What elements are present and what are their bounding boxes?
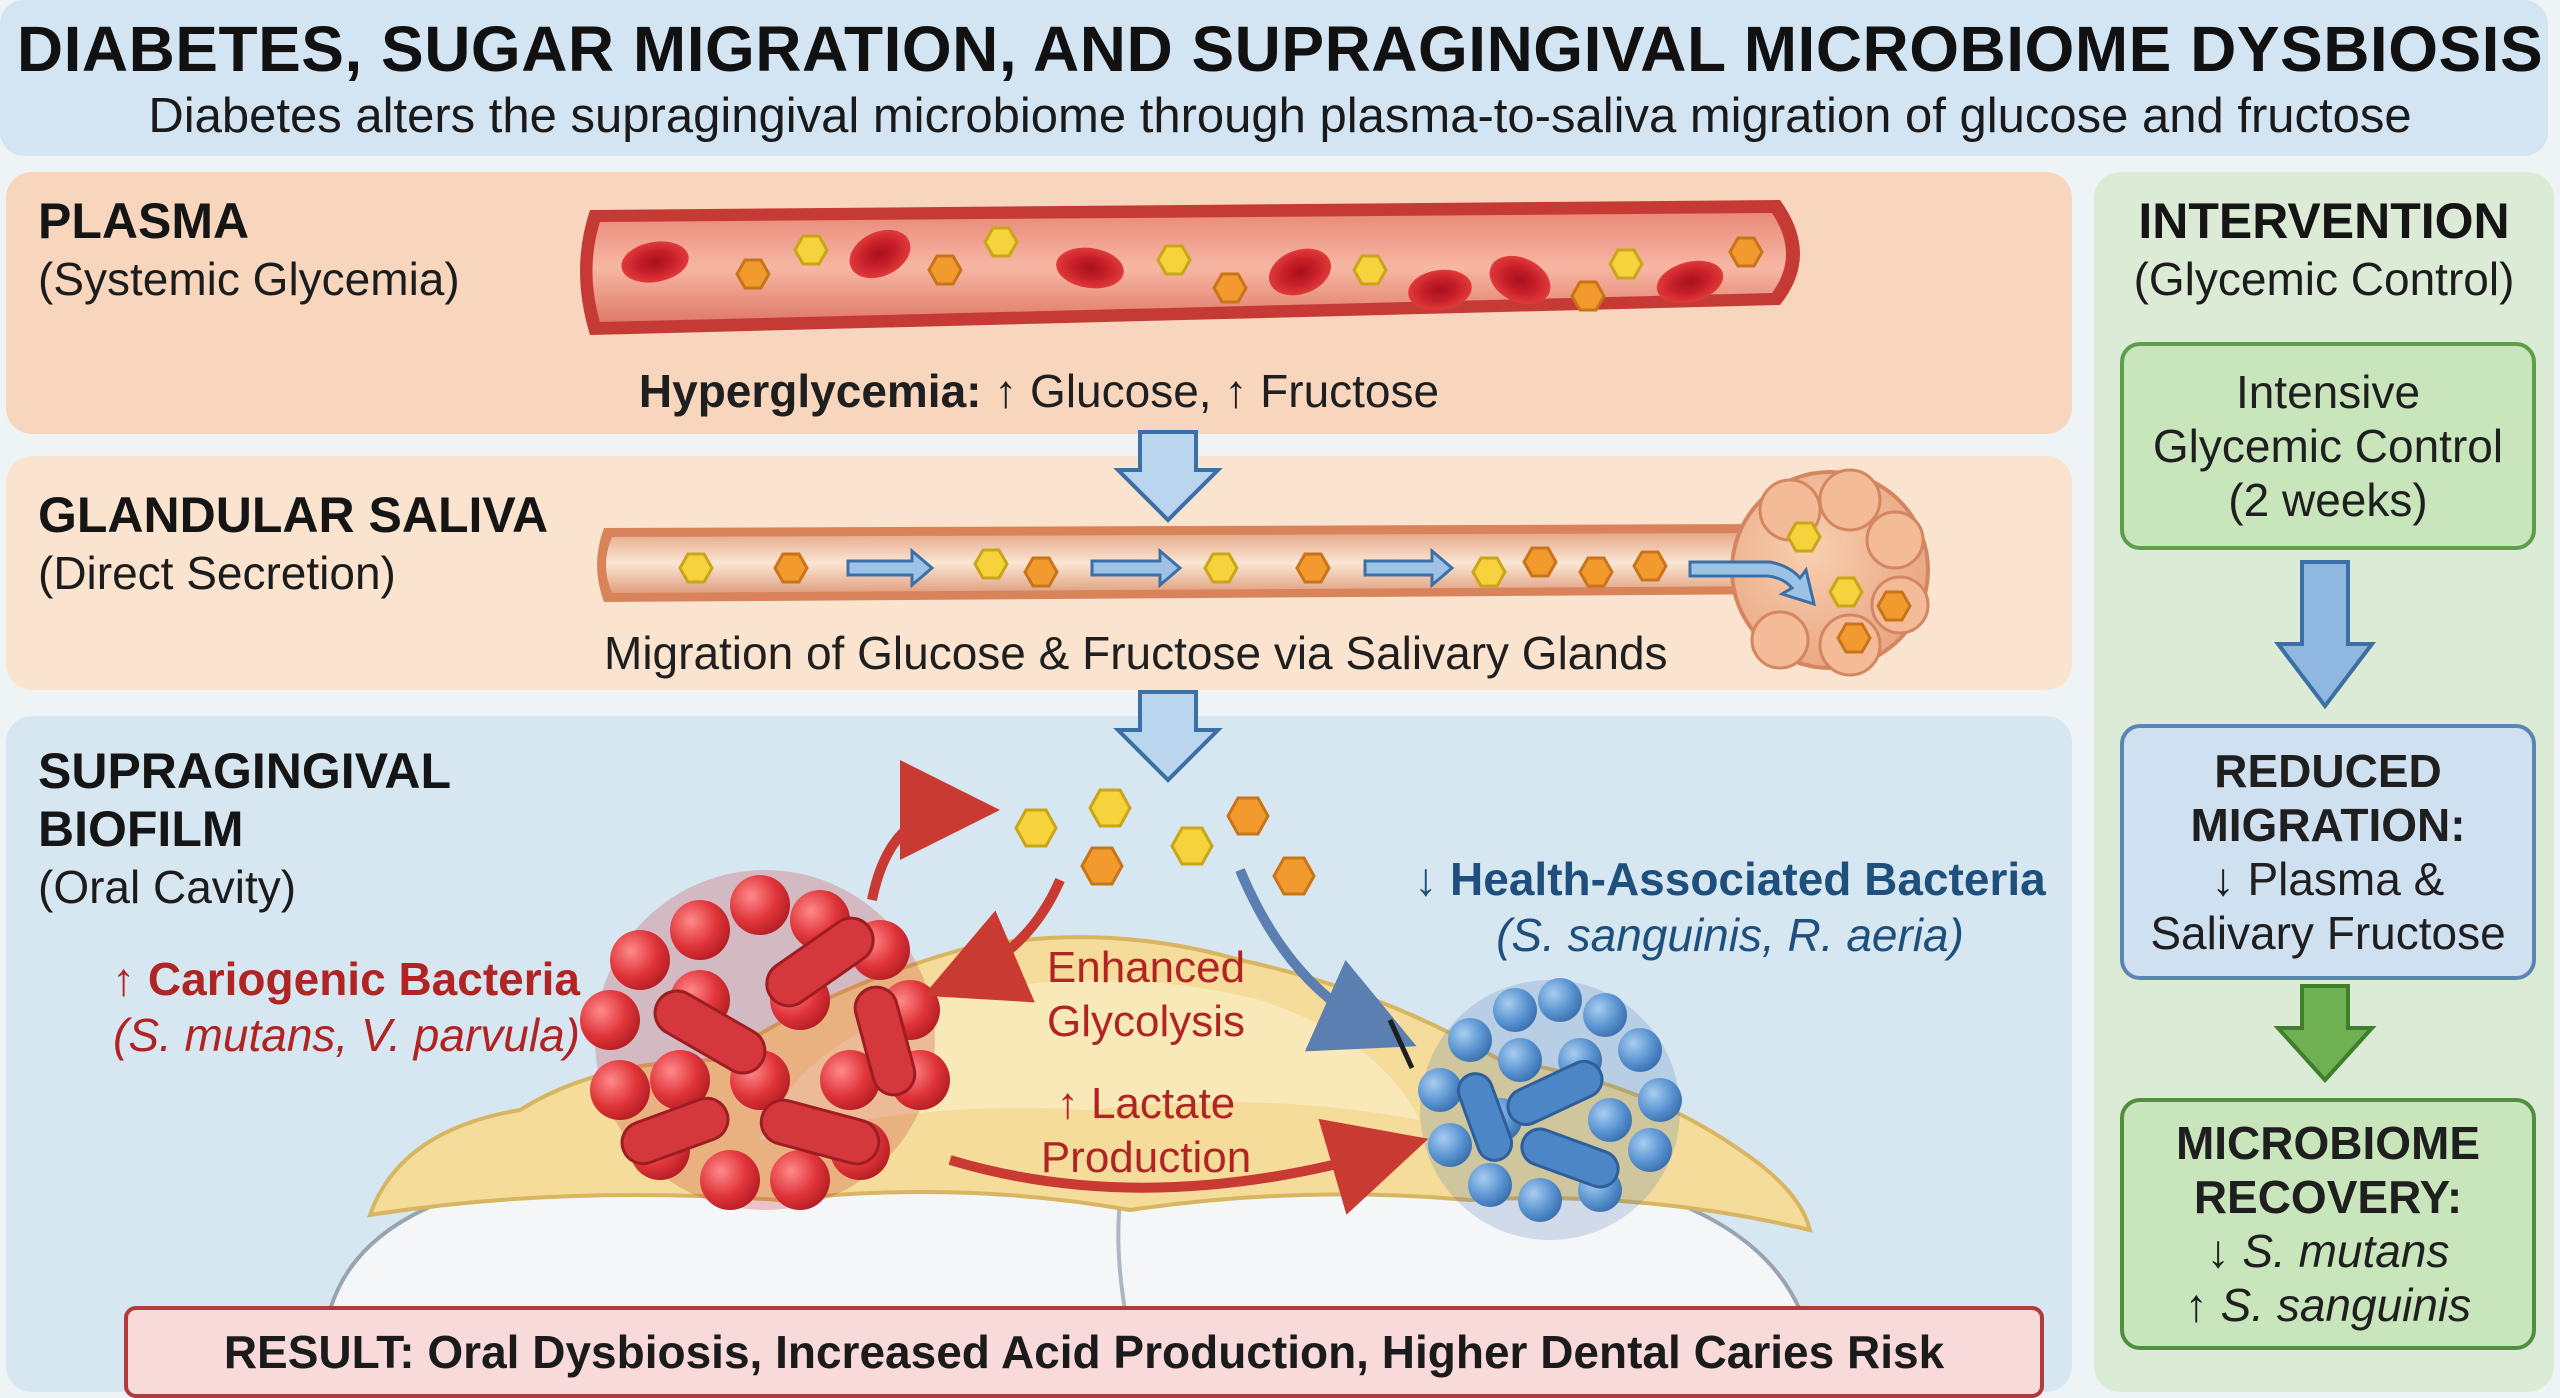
- header-banner: DIABETES, SUGAR MIGRATION, AND SUPRAGING…: [0, 0, 2548, 156]
- biofilm-title-line1: SUPRAGINGIVAL: [38, 743, 451, 799]
- microbiome-recovery-box: MICROBIOME RECOVERY: ↓ S. mutans ↑ S. sa…: [2120, 1098, 2536, 1350]
- metabolic-flow-arrows: [867, 760, 1429, 1215]
- glycolysis-label-line1: Enhanced: [1047, 943, 1245, 992]
- box3-line4: ↑ S. sanguinis: [2184, 1279, 2472, 1331]
- saliva-title: GLANDULAR SALIVA: [38, 487, 549, 543]
- health-label: ↓ Health-Associated Bacteria: [1414, 853, 2046, 905]
- down-arrow-icon: [1113, 430, 1223, 783]
- box2-line1: REDUCED: [2214, 745, 2442, 797]
- box2-line3: ↓ Plasma &: [2211, 853, 2445, 905]
- hyperglycemia-caption: Hyperglycemia: ↑ Glucose, ↑ Fructose: [0, 364, 2078, 418]
- biofilm-sugar-molecules: [1014, 788, 1316, 896]
- plasma-subtitle: (Systemic Glycemia): [38, 253, 460, 305]
- saliva-subtitle: (Direct Secretion): [38, 547, 396, 599]
- biofilm-title-line2: BIOFILM: [38, 801, 244, 857]
- cariogenic-bacteria-cluster: [580, 870, 950, 1210]
- intervention-title: INTERVENTION: [2138, 193, 2510, 249]
- health-bacteria-cluster: [1418, 978, 1682, 1240]
- migration-caption: Migration of Glucose & Fructose via Sali…: [604, 627, 1668, 679]
- plasma-sugar-molecules: [735, 226, 1764, 312]
- plasma-title: PLASMA: [38, 193, 250, 249]
- box2-line2: MIGRATION:: [2190, 799, 2466, 851]
- lactate-label-line1: ↑ Lactate: [1057, 1079, 1236, 1128]
- box3-line2: RECOVERY:: [2193, 1171, 2463, 1223]
- cariogenic-species: (S. mutans, V. parvula): [113, 1009, 580, 1061]
- hyperglycemia-label: Hyperglycemia:: [638, 365, 982, 417]
- intervention-down-arrow-icon: [2273, 560, 2377, 1083]
- page-title: DIABETES, SUGAR MIGRATION, AND SUPRAGING…: [16, 13, 2544, 85]
- saliva-sugar-molecules: [678, 521, 1912, 654]
- cariogenic-label: ↑ Cariogenic Bacteria: [112, 953, 580, 1005]
- hyperglycemia-values: ↑ Glucose, ↑ Fructose: [994, 365, 1440, 417]
- lactate-label-line2: Production: [1041, 1133, 1251, 1182]
- box3-line1: MICROBIOME: [2175, 1117, 2481, 1169]
- health-species: (S. sanguinis, R. aeria): [1496, 909, 1964, 961]
- blood-vessel: [580, 200, 1800, 335]
- biofilm-subtitle: (Oral Cavity): [38, 861, 297, 913]
- result-banner: RESULT: Oral Dysbiosis, Increased Acid P…: [124, 1306, 2044, 1398]
- box1-line2: Glycemic Control: [2152, 420, 2504, 472]
- page-subtitle: Diabetes alters the supragingival microb…: [148, 89, 2412, 143]
- glycolysis-label-line2: Glycolysis: [1047, 997, 1245, 1046]
- glycemic-control-box: Intensive Glycemic Control (2 weeks): [2120, 342, 2536, 550]
- result-text: RESULT: Oral Dysbiosis, Increased Acid P…: [223, 1326, 1945, 1378]
- intervention-subtitle: (Glycemic Control): [2133, 253, 2515, 305]
- box2-line4: Salivary Fructose: [2150, 907, 2506, 959]
- box1-line1: Intensive: [2235, 366, 2421, 418]
- flow-arrow-icon: [846, 547, 1817, 607]
- reduced-migration-box: REDUCED MIGRATION: ↓ Plasma & Salivary F…: [2120, 724, 2536, 980]
- box1-line3: (2 weeks): [2228, 474, 2428, 526]
- box3-line3: ↓ S. mutans: [2206, 1225, 2450, 1277]
